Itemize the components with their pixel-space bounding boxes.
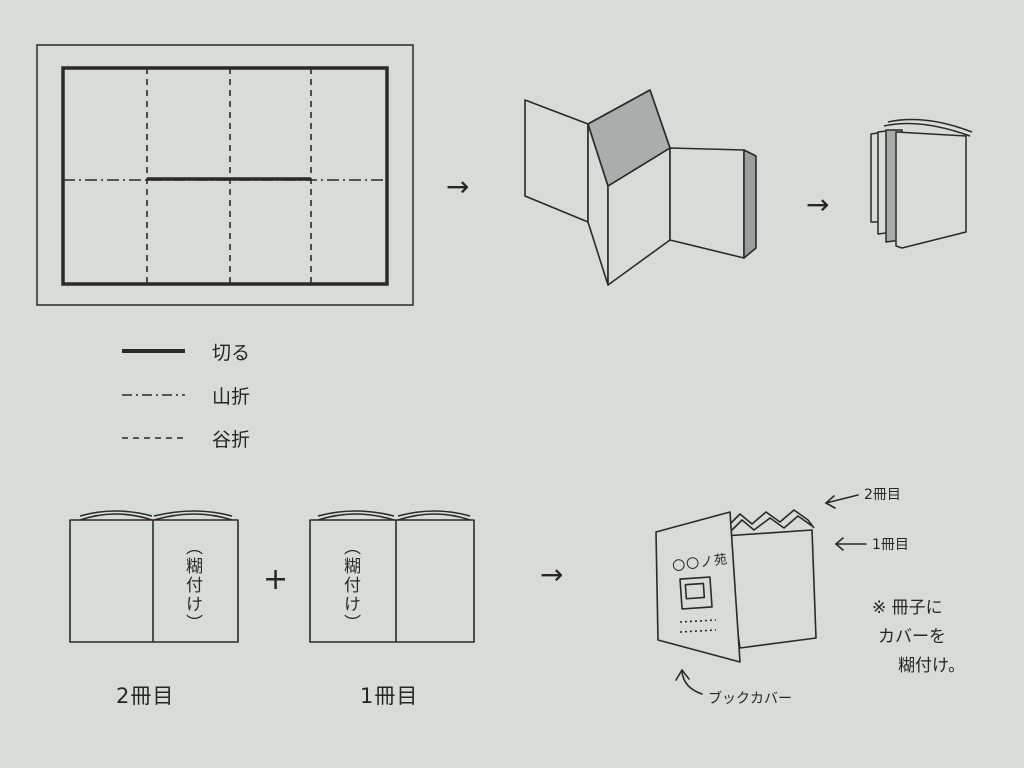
legend-valley-label: 谷折 xyxy=(212,429,251,451)
booklet-first-drawing xyxy=(309,510,475,643)
legend-cut-label: 切る xyxy=(212,342,251,364)
arrow-icon-3: → xyxy=(540,558,564,591)
plus-sign: + xyxy=(263,562,289,597)
small-booklet xyxy=(870,118,973,249)
shaded-fold-panel xyxy=(587,89,671,187)
arrow-icon-2: → xyxy=(806,188,830,221)
book-cover-label: ブックカバー xyxy=(708,691,792,707)
assembled-book xyxy=(655,509,817,663)
arrow-icon-1: → xyxy=(446,170,470,203)
assembly-note: ※ 冊子に カバーを 糊付け。 xyxy=(872,594,965,681)
assembly-second-label: 2冊目 xyxy=(864,487,901,503)
note-line-3: 糊付け。 xyxy=(898,656,966,676)
glue-label-second: ︵糊付け︶ xyxy=(182,538,202,633)
assembly-first-label: 1冊目 xyxy=(872,537,909,553)
glue-label-first: ︵糊付け︶ xyxy=(340,538,360,633)
note-line-1: ※ 冊子に xyxy=(872,598,943,618)
booklet-second-label: 2冊目 xyxy=(116,684,175,708)
booklet-first-label: 1冊目 xyxy=(360,684,419,708)
cut-outline xyxy=(61,66,389,286)
legend-mountain-label: 山折 xyxy=(212,386,251,408)
booklet-second-drawing xyxy=(69,510,239,643)
sheet-outer-border xyxy=(36,44,414,306)
folded-accordion xyxy=(524,89,757,286)
shaded-side-panel xyxy=(743,149,757,259)
note-line-2: カバーを xyxy=(878,627,946,647)
